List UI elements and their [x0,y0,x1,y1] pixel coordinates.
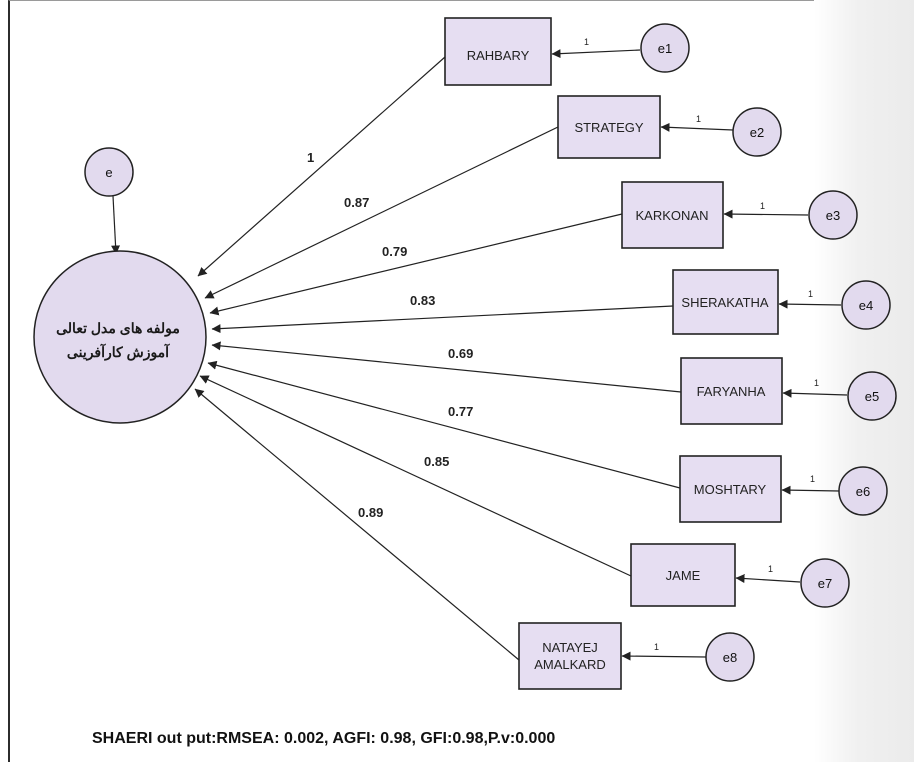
indicator-label-amalkard: AMALKARD [534,657,606,672]
indicator-label-jame: JAME [666,568,701,583]
weight-karkonan: 0.79 [382,244,407,259]
path-jame [199,375,632,577]
error-path-e1 [551,49,641,59]
path-rahbary [197,56,446,277]
indicator-jame: JAME 0.85 1 e7 [199,375,850,608]
error-path-e6 [781,485,840,495]
weight-rahbary: 1 [307,150,314,165]
error-path-label-e1: 1 [584,37,589,47]
error-path-label-e6: 1 [810,474,815,484]
latent-label-line1: مولفه های مدل تعالی [56,320,180,337]
weight-natayej-amalkard: 0.89 [358,505,383,520]
indicator-moshtary: MOSHTARY 0.77 1 e6 [207,360,888,523]
error-label-e3: e3 [826,208,840,223]
error-node-e8 [705,632,755,682]
error-node-e5 [847,371,897,421]
indicator-label-rahbary: RAHBARY [467,48,530,63]
error-path-e5 [782,388,848,398]
error-label-e5: e5 [865,389,879,404]
latent-error-node: e [84,147,134,197]
path-moshtary [207,360,681,489]
error-label-e4: e4 [859,298,873,313]
indicator-rahbary: RAHBARY 1 1 e1 [197,17,690,277]
error-node-e2 [732,107,782,157]
error-path-e2 [660,122,734,132]
indicator-label-karkonan: KARKONAN [636,208,709,223]
weight-faryanha: 0.69 [448,346,473,361]
indicator-karkonan: KARKONAN 0.79 1 e3 [209,181,858,316]
path-sherakatha [211,305,674,334]
weight-moshtary: 0.77 [448,404,473,419]
weight-sherakatha: 0.83 [410,293,435,308]
latent-label-line2: آموزش کارآفرینی [67,343,170,361]
error-path-label-e5: 1 [814,378,819,388]
error-path-e7 [735,574,801,584]
indicator-label-natayej: NATAYEJ [542,640,598,655]
indicator-label-strategy: STRATEGY [574,120,643,135]
error-label-e1: e1 [658,41,672,56]
error-label-e8: e8 [723,650,737,665]
indicator-natayej-amalkard: NATAYEJ AMALKARD 0.89 1 e8 [194,388,755,690]
error-path-e8 [621,651,707,661]
path-faryanha [211,341,682,393]
error-path-label-e8: 1 [654,642,659,652]
indicator-sherakatha: SHERAKATHA 0.83 1 e4 [211,269,891,335]
error-path-label-e3: 1 [760,201,765,211]
error-label-e7: e7 [818,576,832,591]
error-path-e3 [723,209,809,219]
error-node-e7 [800,558,850,608]
latent-error-path [111,195,121,255]
indicator-faryanha: FARYANHA 0.69 1 e5 [211,341,897,425]
error-label-e2: e2 [750,125,764,140]
weight-strategy: 0.87 [344,195,369,210]
error-node-e1 [640,23,690,73]
error-path-label-e7: 1 [768,564,773,574]
error-path-label-e4: 1 [808,289,813,299]
indicator-label-sherakatha: SHERAKATHA [681,295,768,310]
error-path-e4 [778,299,842,309]
error-node-e3 [808,190,858,240]
error-path-label-e2: 1 [696,114,701,124]
path-strategy [204,126,559,299]
error-node-e6 [838,466,888,516]
error-node-e4 [841,280,891,330]
path-natayej-amalkard [194,388,520,661]
path-karkonan [209,213,623,316]
weight-jame: 0.85 [424,454,449,469]
fit-indices-caption: SHAERI out put:RMSEA: 0.002, AGFI: 0.98,… [92,730,556,747]
indicator-strategy: STRATEGY 0.87 1 e2 [204,95,782,299]
indicator-label-moshtary: MOSHTARY [694,482,767,497]
indicator-label-faryanha: FARYANHA [697,384,766,399]
latent-variable-node: مولفه های مدل تعالی آموزش کارآفرینی [33,250,207,424]
latent-error-label: e [105,165,112,180]
error-label-e6: e6 [856,484,870,499]
